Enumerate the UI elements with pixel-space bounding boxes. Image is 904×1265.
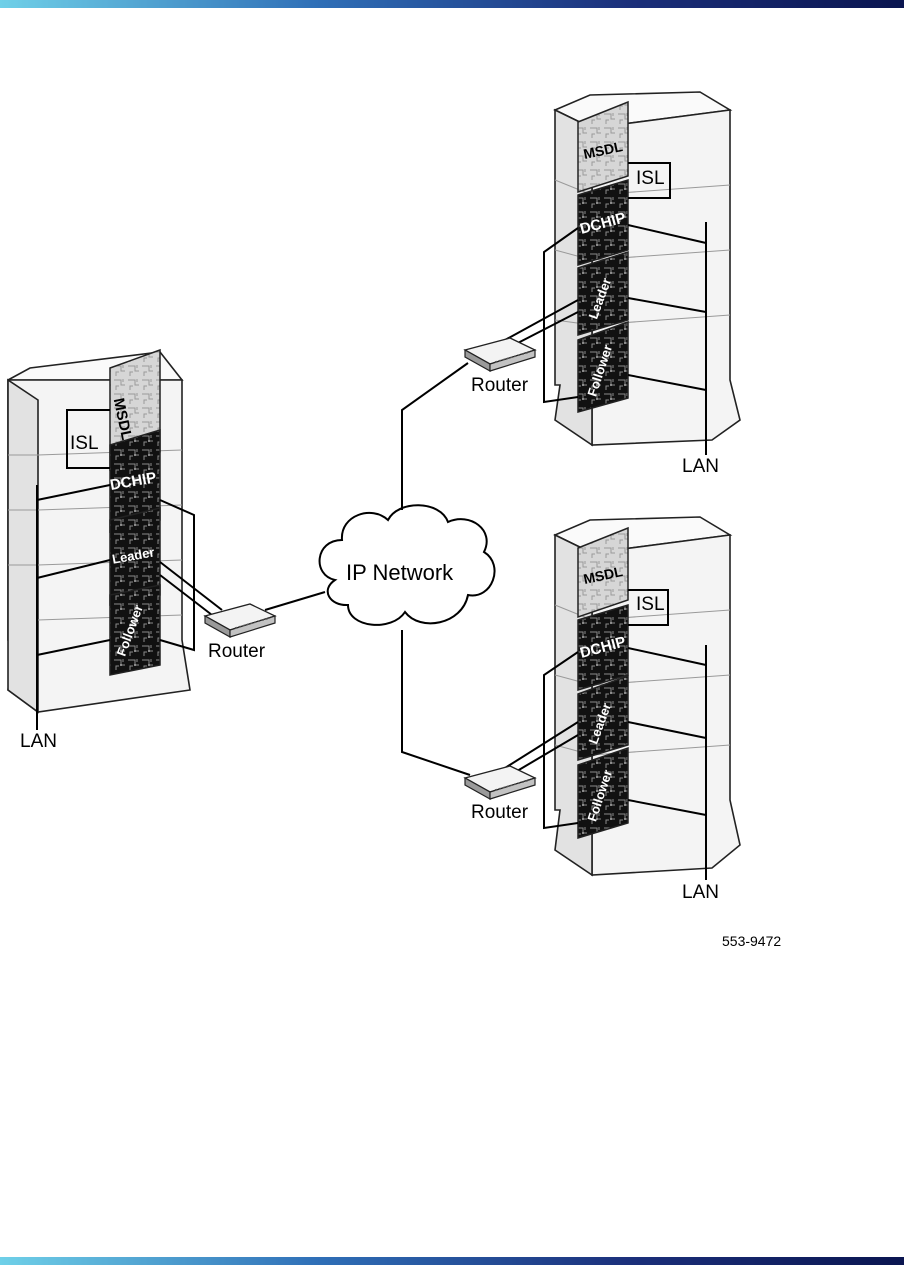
top-right-lan-wires	[627, 222, 707, 455]
left-card-leader: Leader	[109, 507, 161, 606]
bottom-right-card-dchip: DCHIP	[577, 603, 629, 692]
top-banner-bar	[0, 0, 904, 8]
network-bottom-router-link	[401, 630, 471, 776]
left-isl-wire	[66, 409, 110, 469]
bottom-right-router-icon	[463, 765, 537, 801]
bottom-right-card-leader: Leader	[577, 674, 629, 762]
top-right-router-wires	[504, 227, 579, 404]
ip-network-cloud	[318, 504, 496, 626]
left-router-label: Router	[208, 641, 266, 662]
bottom-banner-bar	[0, 1257, 904, 1265]
bottom-right-isl-wire	[628, 589, 669, 626]
top-right-isl-wire	[628, 162, 671, 199]
leader-label: Leader	[111, 544, 156, 566]
left-card-dchip: DCHIP	[109, 428, 161, 533]
bottom-right-card-follower: Follower	[577, 746, 629, 840]
left-router-network-link	[264, 591, 326, 611]
top-right-card-leader: Leader	[577, 250, 629, 337]
left-isl-label: ISL	[70, 433, 99, 454]
top-right-card-msdl: MSDL	[577, 100, 629, 194]
bottom-right-isl-label: ISL	[636, 594, 665, 615]
bottom-right-router-wires	[504, 651, 579, 830]
bottom-right-router-label: Router	[471, 802, 529, 823]
top-right-isl-label: ISL	[636, 168, 665, 189]
top-right-router-label: Router	[471, 375, 529, 396]
bottom-right-card-msdl: MSDL	[577, 526, 629, 619]
left-lan-wires	[36, 484, 111, 730]
left-lan-label: LAN	[20, 731, 57, 752]
figure-id: 553-9472	[722, 933, 781, 949]
left-cabinet	[7, 351, 191, 714]
network-top-router-link	[401, 362, 469, 510]
left-router-icon	[203, 603, 277, 639]
left-router-wires	[159, 499, 223, 652]
top-right-card-follower: Follower	[577, 320, 629, 413]
top-right-card-dchip: DCHIP	[577, 178, 629, 267]
ip-network-label: IP Network	[346, 560, 454, 585]
bottom-right-lan-wires	[627, 645, 707, 880]
top-right-router-icon	[463, 337, 537, 373]
left-card-follower: Follower	[109, 584, 161, 676]
bottom-right-lan-label: LAN	[682, 882, 719, 903]
top-right-lan-label: LAN	[682, 456, 719, 477]
